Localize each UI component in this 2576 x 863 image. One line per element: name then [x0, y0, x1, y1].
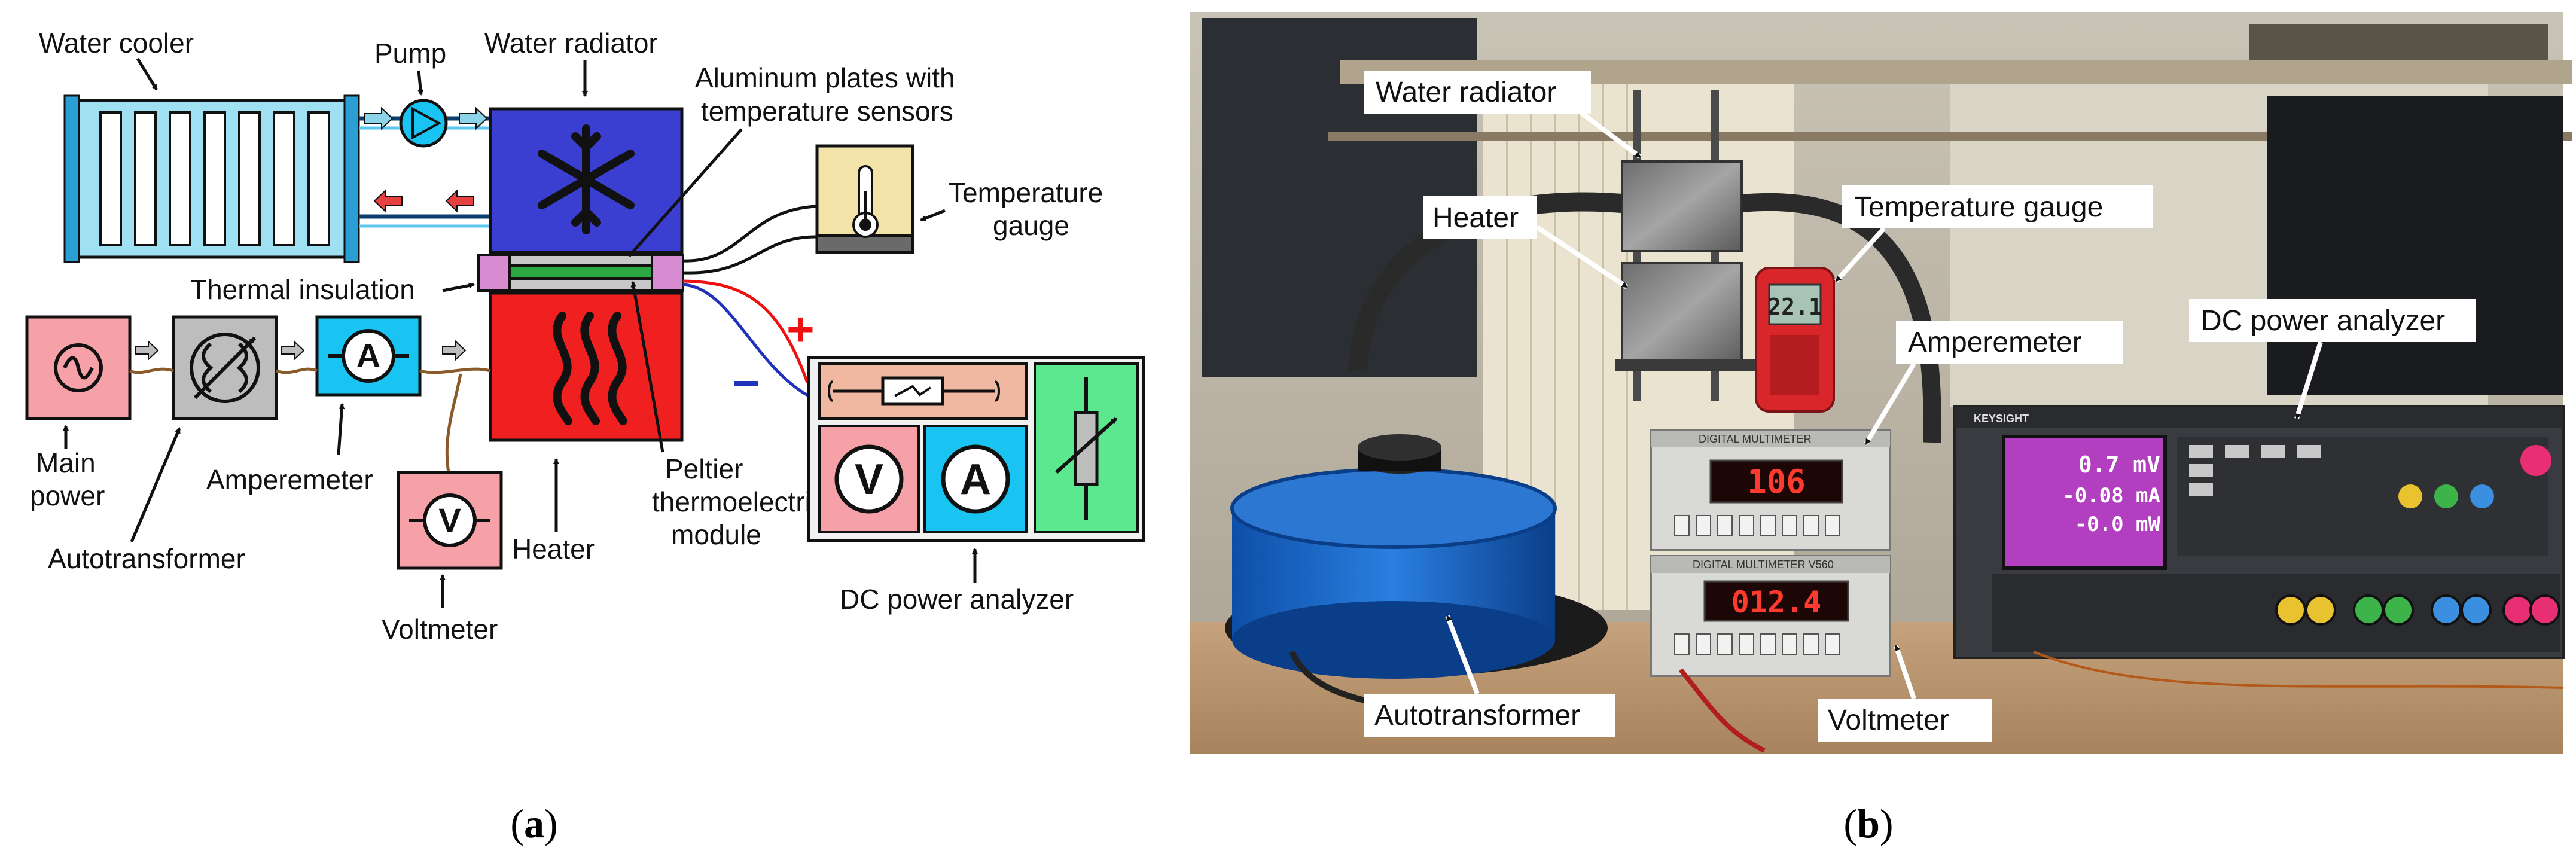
temperature-gauge [815, 144, 914, 254]
callout-temperature-gauge: Temperature gauge [1834, 185, 2153, 283]
callout-heater: Heater [1423, 196, 1629, 289]
heater [489, 291, 684, 442]
caption-b: (b) [1843, 801, 1893, 846]
main-power [25, 315, 132, 420]
caption-b-letter: b [1857, 801, 1880, 846]
svg-text:Heater: Heater [1432, 202, 1519, 234]
svg-text:Amperemeter: Amperemeter [1908, 327, 2082, 358]
label-peltier-3: module [671, 519, 761, 550]
label-aluminum-2: temperature sensors [701, 96, 953, 127]
water-loop-lines [359, 106, 490, 228]
label-pump: Pump [374, 38, 446, 69]
caption-a: (a) [510, 801, 557, 846]
ammeter-symbol: A [315, 315, 422, 397]
label-peltier-2: thermoelectric [652, 486, 825, 517]
label-water-cooler: Water cooler [39, 28, 194, 59]
label-peltier-1: Peltier [665, 453, 743, 484]
svg-text:Water radiator: Water radiator [1376, 77, 1556, 108]
label-plus: + [786, 303, 815, 356]
autotransformer-symbol [172, 315, 278, 420]
svg-text:Voltmeter: Voltmeter [1828, 705, 1949, 736]
svg-text:Temperature gauge: Temperature gauge [1854, 191, 2103, 223]
temperature-reading: 22.1 [1767, 294, 1822, 320]
label-autotransformer: Autotransformer [48, 543, 245, 574]
water-radiator [489, 107, 684, 254]
svg-text:Autotransformer: Autotransformer [1374, 700, 1580, 731]
analyzer-current: -0.08 mA [2062, 484, 2160, 508]
analyzer-voltmeter-glyph: V [855, 456, 883, 504]
analyzer-power: -0.0 mW [2075, 513, 2161, 536]
amperemeter-photo: DIGITAL MULTIMETER 106 [1650, 429, 1891, 551]
label-temperature-2: gauge [993, 210, 1069, 241]
label-voltmeter: Voltmeter [382, 614, 498, 645]
callout-voltmeter: Voltmeter [1818, 645, 1992, 742]
voltmeter-brand: DIGITAL MULTIMETER V560 [1693, 559, 1834, 571]
pump [399, 99, 448, 148]
peltier-stack [477, 254, 684, 292]
callout-autotransformer: Autotransformer [1364, 615, 1615, 737]
label-water-radiator: Water radiator [484, 28, 658, 59]
label-temperature-1: Temperature [949, 177, 1103, 208]
callout-dc-power-analyzer: DC power analyzer [2189, 299, 2476, 420]
voltmeter-glyph: V [438, 501, 461, 539]
callout-water-radiator: Water radiator [1364, 71, 1642, 159]
water-cooler [63, 94, 360, 263]
amperemeter-brand: DIGITAL MULTIMETER [1699, 433, 1812, 445]
label-amperemeter: Amperemeter [206, 464, 373, 495]
label-heater: Heater [512, 533, 595, 565]
voltmeter-symbol: V [397, 471, 503, 570]
label-aluminum-1: Aluminum plates with [695, 62, 955, 93]
dc-power-analyzer-photo: KEYSIGHT 0.7 mV -0.08 mA -0.0 mW [1953, 405, 2565, 659]
panel-b-photo: 22.1 DIGITAL MULTIMETER 106 DIGITAL MULT… [1190, 12, 2572, 846]
label-thermal-insulation: Thermal insulation [190, 274, 415, 305]
temperature-gauge-photo: 22.1 [1755, 267, 1835, 413]
label-minus: − [732, 356, 760, 410]
analyzer-ammeter-glyph: A [960, 456, 991, 504]
water-radiator-photo [1615, 90, 1758, 401]
callout-amperemeter: Amperemeter [1864, 321, 2123, 446]
amperemeter-reading: 106 [1747, 463, 1806, 501]
dc-power-analyzer-symbol: V A [807, 356, 1145, 542]
snowflake-icon [538, 124, 635, 234]
svg-text:DC power analyzer: DC power analyzer [2201, 305, 2445, 337]
voltmeter-photo: DIGITAL MULTIMETER V560 012.4 [1650, 555, 1891, 677]
power-flow-arrows [129, 340, 491, 473]
panel-a-schematic: Water cooler Pump [25, 28, 1145, 846]
autotransformer-photo [1225, 434, 1608, 679]
analyzer-voltage: 0.7 mV [2078, 452, 2160, 478]
label-main-power-2: power [30, 480, 105, 511]
monitor [2267, 96, 2563, 395]
ammeter-glyph: A [356, 337, 380, 374]
caption-a-letter: a [524, 801, 544, 846]
analyzer-brand: KEYSIGHT [1974, 413, 2029, 425]
label-dc-power-analyzer: DC power analyzer [840, 584, 1074, 615]
label-main-power-1: Main [36, 447, 96, 478]
voltmeter-reading: 012.4 [1731, 585, 1822, 620]
